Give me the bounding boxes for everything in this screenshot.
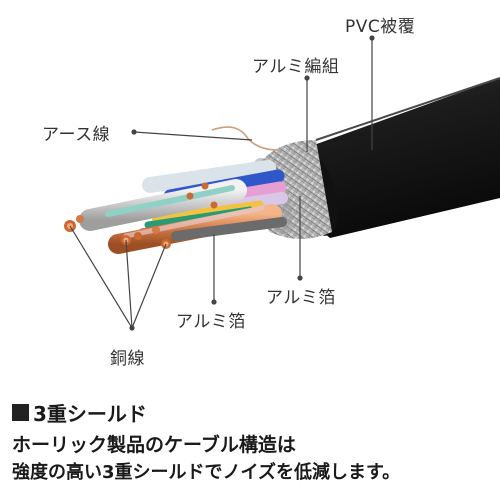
label-ground-wire: アース線 bbox=[42, 125, 111, 145]
label-copper-wire: 銅線 bbox=[110, 349, 145, 369]
label-aluminum-braid: アルミ編組 bbox=[252, 57, 340, 77]
description-line-2: 強度の高い3重シールドでノイズを低減します。 bbox=[12, 462, 401, 483]
inner-wires bbox=[64, 160, 288, 254]
heading-text: 3重シールド bbox=[33, 402, 147, 426]
leader-dots bbox=[129, 35, 375, 331]
label-aluminum-foil-bottom: アルミ箔 bbox=[176, 312, 246, 332]
ground-wire bbox=[211, 126, 279, 151]
label-pvc-jacket: PVC被覆 bbox=[345, 17, 416, 37]
label-aluminum-foil-right: アルミ箔 bbox=[266, 288, 336, 308]
description-line-1: ホーリック製品のケーブル構造は bbox=[12, 434, 296, 456]
leader-lines bbox=[69, 38, 373, 329]
description-heading: 3重シールド bbox=[12, 398, 147, 427]
square-bullet-icon bbox=[12, 404, 29, 421]
